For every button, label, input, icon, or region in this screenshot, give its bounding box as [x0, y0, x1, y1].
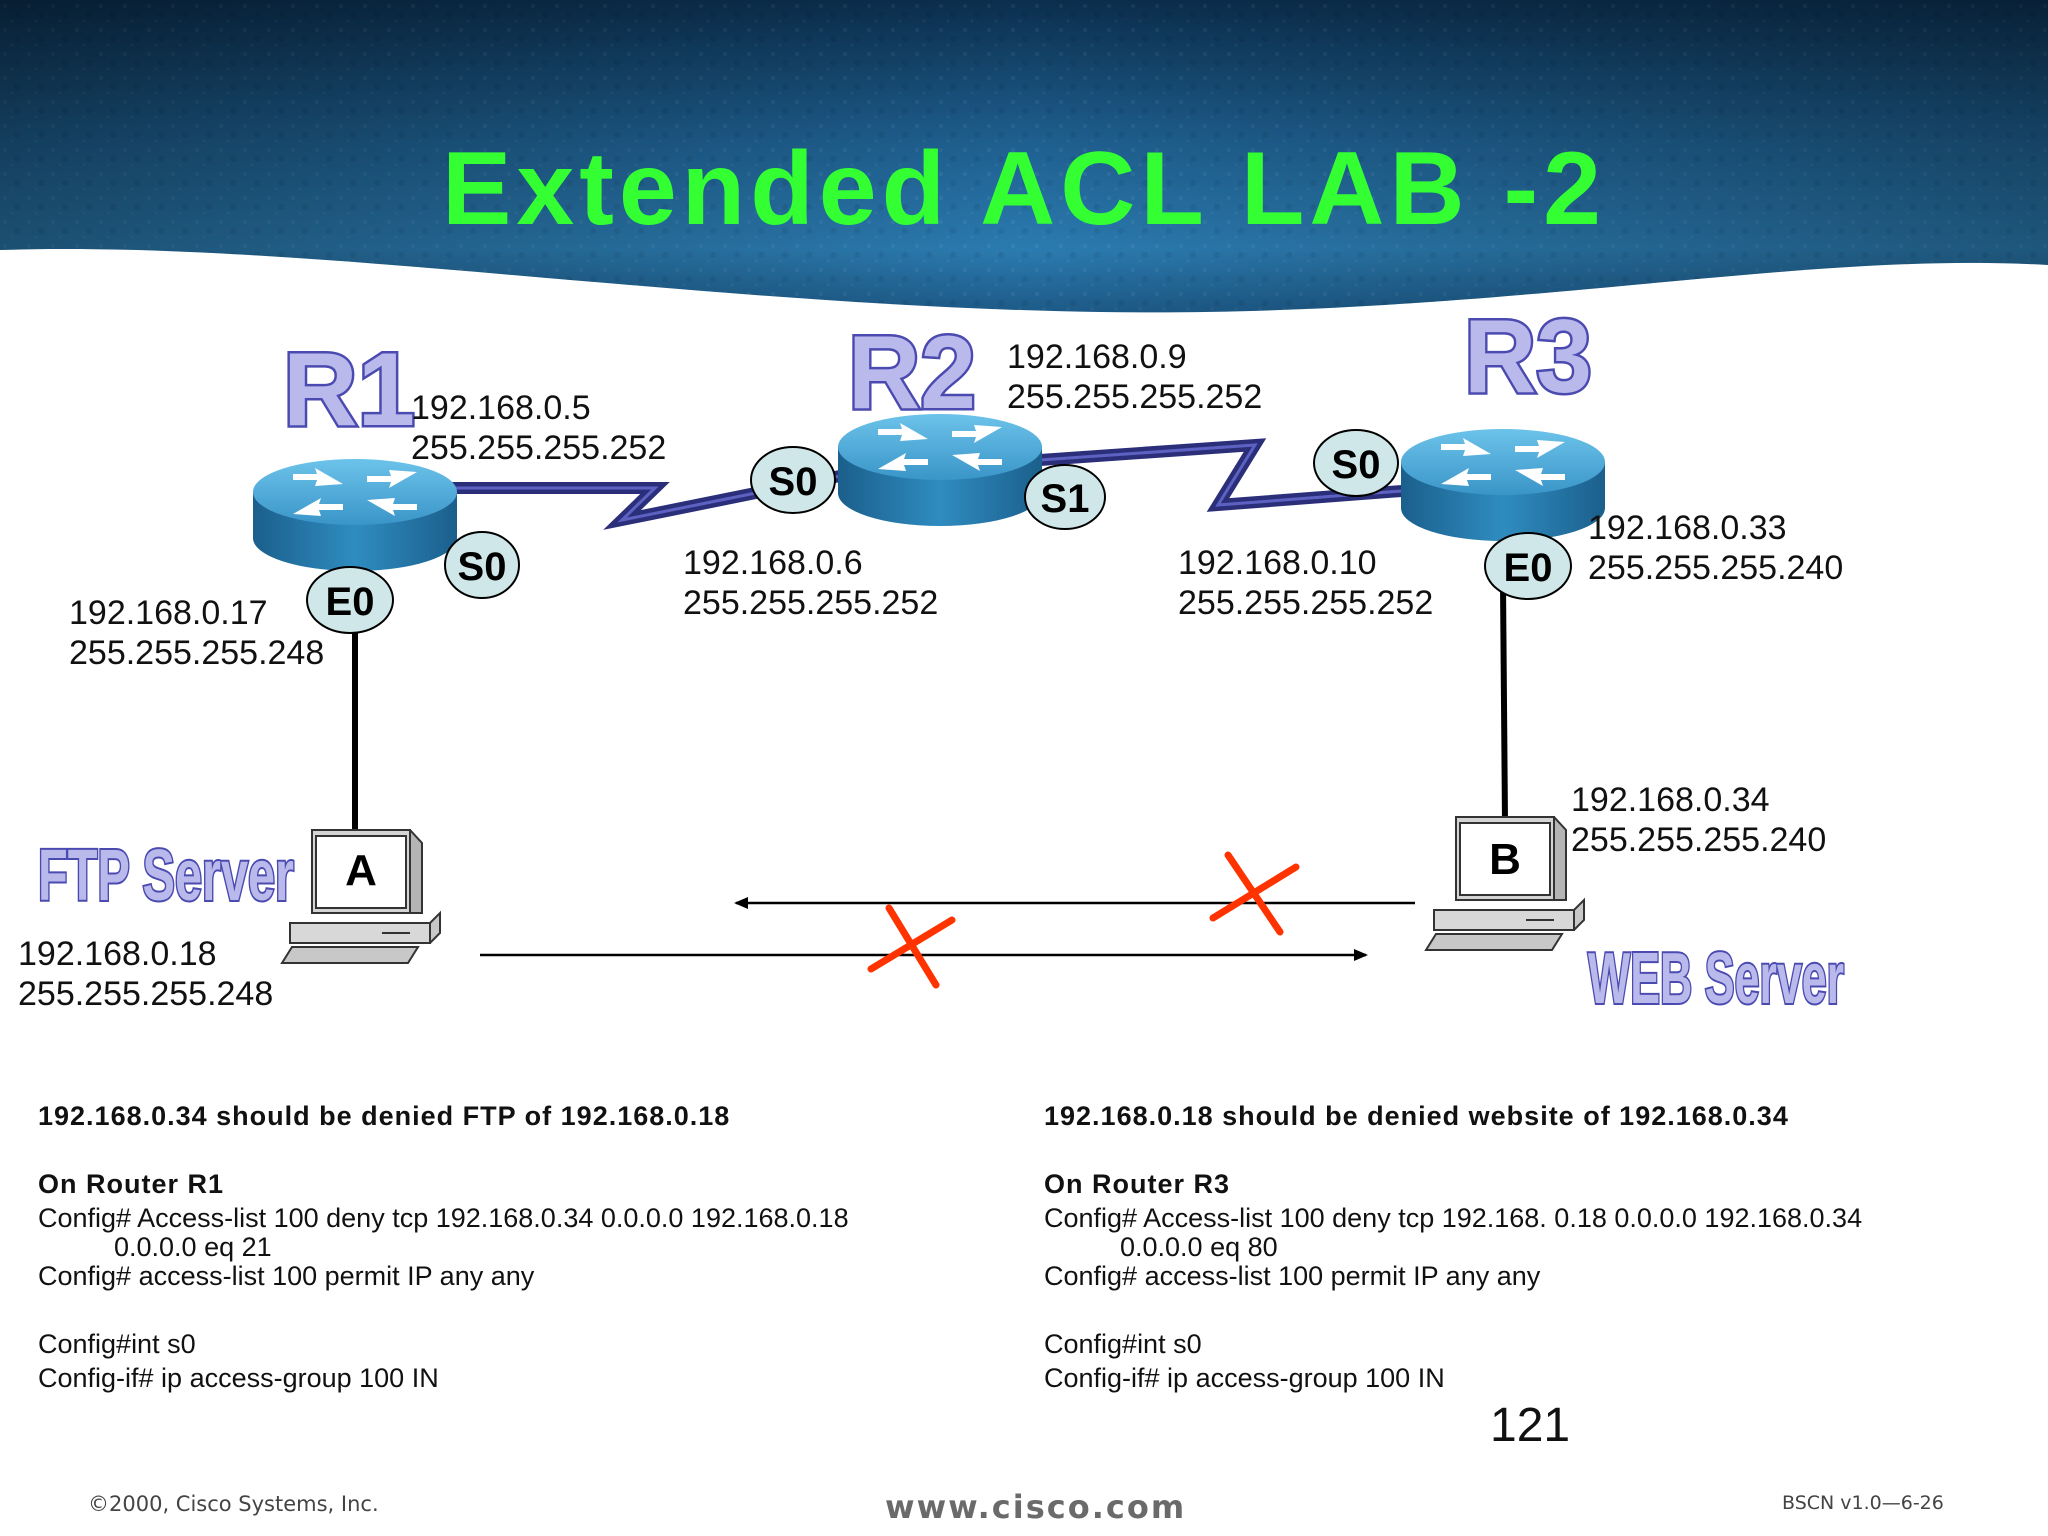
config-line: Config# Access-list 100 deny tcp 192.168…	[1044, 1203, 1863, 1233]
footer-url[interactable]: www.cisco.com	[885, 1488, 1187, 1526]
mask-value: 255.255.255.252	[411, 429, 667, 467]
host-a-address: 192.168.0.18 255.255.255.248	[18, 934, 273, 1014]
config-heading: 192.168.0.34 should be denied FTP of 192…	[38, 1101, 731, 1131]
host-b-address: 192.168.0.34 255.255.255.240	[1571, 780, 1826, 860]
r3-e0-address: 192.168.0.33 255.255.255.240	[1588, 508, 1843, 588]
mask-value: 255.255.255.240	[1588, 549, 1844, 587]
router-r2[interactable]	[838, 414, 1042, 526]
ip-value: 192.168.0.17	[69, 594, 268, 632]
mask-value: 255.255.255.240	[1571, 821, 1827, 859]
r2-s1-label: S1	[1041, 477, 1090, 521]
config-line: Config-if# ip access-group 100 IN	[38, 1363, 439, 1393]
r1-name: R1	[283, 332, 415, 448]
config-left: 192.168.0.34 should be denied FTP of 192…	[38, 1099, 998, 1395]
r3-e0-badge: E0	[1484, 532, 1572, 600]
ip-value: 192.168.0.5	[411, 389, 591, 427]
ftp-server-label: FTP Server	[38, 836, 294, 916]
r2-s1-badge: S1	[1024, 464, 1106, 530]
config-line: Config# access-list 100 permit IP any an…	[38, 1261, 535, 1291]
server-role-labels: FTP Server WEB Server	[36, 834, 1846, 1021]
page-title: Extended ACL LAB -2	[442, 131, 1606, 247]
footer-code: BSCN v1.0—6-26	[1782, 1492, 1944, 1514]
router-arrows-icon	[878, 423, 1002, 471]
r1-s0-label: S0	[458, 545, 507, 589]
r1-e0-address: 192.168.0.17 255.255.255.248	[69, 593, 324, 673]
r2-name: R2	[848, 315, 976, 431]
mask-value: 255.255.255.252	[1178, 584, 1434, 622]
ip-value: 192.168.0.33	[1588, 509, 1787, 547]
config-line: Config# access-list 100 permit IP any an…	[1044, 1261, 1541, 1291]
host-b-computer-icon[interactable]: B	[1424, 816, 1585, 951]
r2-s0-label: S0	[769, 460, 818, 504]
deny-x-icon	[1209, 851, 1300, 936]
ip-value: 192.168.0.18	[18, 935, 217, 973]
config-line: Config#int s0	[38, 1329, 196, 1359]
r3-name: R3	[1464, 299, 1592, 415]
page-number: 121	[1490, 1399, 1571, 1452]
config-line-continuation: 0.0.0.0 eq 21	[114, 1232, 272, 1262]
host-a-computer-icon[interactable]: A	[280, 829, 441, 964]
ip-value: 192.168.0.34	[1571, 781, 1770, 819]
interface-badges: S0 E0 S0 S1 S0 E0	[306, 429, 1572, 634]
router-name-labels: R1 R2 R3	[281, 297, 1595, 451]
config-right: 192.168.0.18 should be denied website of…	[1044, 1099, 2034, 1395]
r1-s0-address: 192.168.0.5 255.255.255.252	[411, 388, 666, 468]
config-line-continuation: 0.0.0.0 eq 80	[1120, 1232, 1278, 1262]
config-line: Config# Access-list 100 deny tcp 192.168…	[38, 1203, 849, 1233]
config-router: On Router R3	[1044, 1169, 1231, 1199]
ip-value: 192.168.0.10	[1178, 544, 1377, 582]
config-line: Config#int s0	[1044, 1329, 1202, 1359]
r2-s0-address: 192.168.0.6 255.255.255.252	[683, 543, 938, 623]
config-heading: 192.168.0.18 should be denied website of…	[1044, 1101, 1789, 1131]
host-b-letter: B	[1489, 835, 1521, 884]
deny-x-icon	[867, 904, 956, 989]
header-banner	[0, 0, 2048, 313]
r1-e0-badge: E0	[306, 566, 394, 634]
mask-value: 255.255.255.252	[1007, 378, 1263, 416]
config-line: Config-if# ip access-group 100 IN	[1044, 1363, 1445, 1393]
r1-s0-badge: S0	[444, 531, 520, 599]
router-r3[interactable]	[1401, 429, 1605, 541]
r1-e0-label: E0	[326, 580, 375, 624]
config-router: On Router R1	[38, 1169, 225, 1199]
mask-value: 255.255.255.248	[69, 634, 325, 672]
mask-value: 255.255.255.248	[18, 975, 274, 1013]
r2-s1-address: 192.168.0.9 255.255.255.252	[1007, 337, 1262, 417]
mask-value: 255.255.255.252	[683, 584, 939, 622]
ip-value: 192.168.0.6	[683, 544, 863, 582]
ip-value: 192.168.0.9	[1007, 338, 1187, 376]
footer-copyright: ©2000, Cisco Systems, Inc.	[88, 1492, 379, 1516]
r3-e0-label: E0	[1504, 546, 1553, 590]
r3-s0-badge: S0	[1313, 429, 1399, 497]
web-server-label: WEB Server	[1588, 939, 1844, 1019]
router-arrows-icon	[293, 468, 417, 516]
r3-s0-label: S0	[1332, 443, 1381, 487]
host-a-letter: A	[345, 846, 377, 895]
r3-s0-address: 192.168.0.10 255.255.255.252	[1178, 543, 1433, 623]
router-r1[interactable]	[253, 459, 457, 571]
ethernet-link-r3-b	[1500, 584, 1508, 823]
router-arrows-icon	[1441, 438, 1565, 486]
r2-s0-badge: S0	[750, 446, 836, 514]
